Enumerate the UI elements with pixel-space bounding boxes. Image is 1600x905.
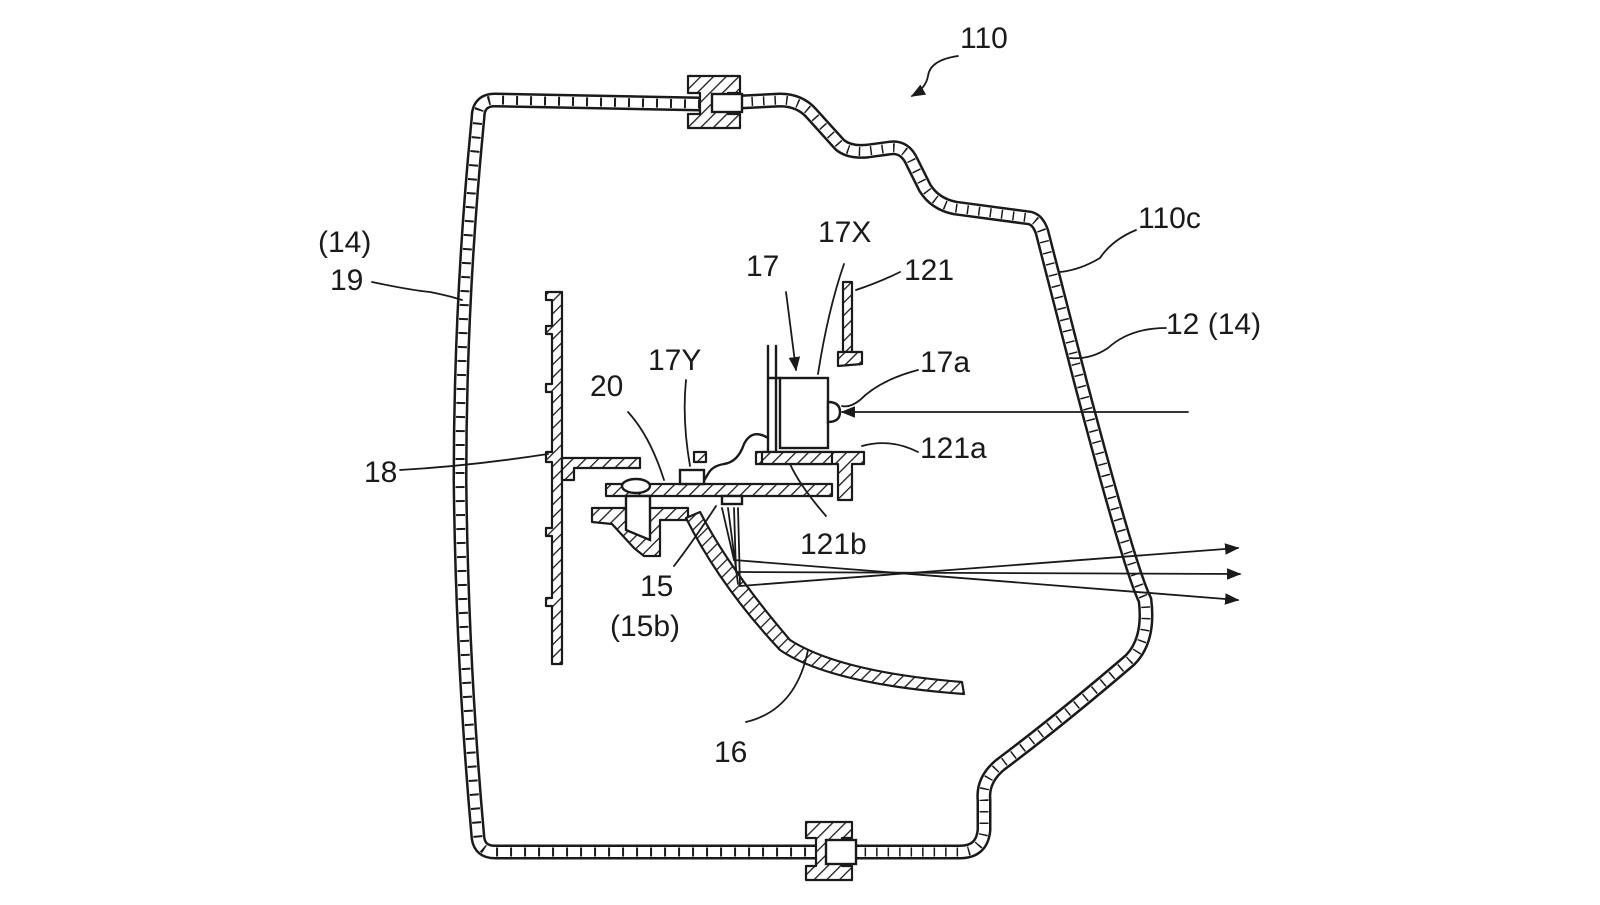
label-16: 16 <box>714 736 747 769</box>
label-15: 15 <box>640 570 673 603</box>
rear-housing-wall <box>452 92 820 860</box>
sensor-17 <box>700 344 842 486</box>
label-15b: (15b) <box>610 610 680 643</box>
label-12-14: 12 (14) <box>1166 308 1261 341</box>
label-121a: 121a <box>920 432 987 465</box>
label-19: 19 <box>330 264 363 297</box>
label-110c: 110c <box>1138 202 1201 235</box>
leader-lines <box>371 229 1167 723</box>
bracket-18 <box>544 290 642 666</box>
light-source-15 <box>720 494 744 506</box>
outer-lens <box>739 92 1154 860</box>
label-14-group: (14) <box>318 226 371 259</box>
label-121: 121 <box>904 254 954 287</box>
label-18: 18 <box>364 456 397 489</box>
label-121b: 121b <box>800 528 867 561</box>
reflector-16 <box>684 510 966 696</box>
substrate-20 <box>590 477 834 558</box>
top-joint <box>686 74 744 130</box>
label-17: 17 <box>746 250 779 283</box>
light-rays <box>721 406 1242 605</box>
label-17x: 17X <box>818 216 871 249</box>
sensor-17y <box>678 450 708 486</box>
assembly-pointer <box>910 55 959 97</box>
rear-wall-hatch <box>455 95 820 857</box>
label-110: 110 <box>960 22 1008 55</box>
label-17y: 17Y <box>648 344 701 377</box>
label-20: 20 <box>590 370 623 403</box>
support-121 <box>754 280 866 502</box>
label-17a: 17a <box>920 346 970 379</box>
housing <box>452 74 1154 882</box>
bottom-joint <box>804 820 858 882</box>
reference-labels: 110 110c 12 (14) (14) 19 18 20 17Y 17 17… <box>318 22 1261 769</box>
